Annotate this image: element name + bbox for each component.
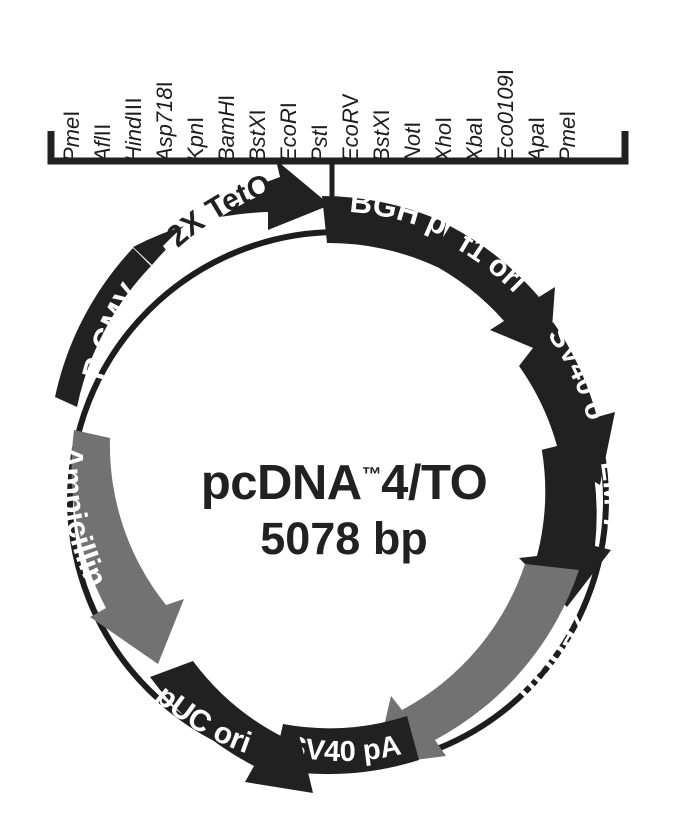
feature-sv40-pa[interactable]: SV40 pA bbox=[273, 716, 419, 775]
feature-bgh-pa[interactable]: BGH pA bbox=[0, 0, 453, 267]
feature-label-tet-operator-subscript: 2 bbox=[289, 178, 301, 203]
feature-tet-operator[interactable]: 2X TetO 2 bbox=[133, 160, 330, 265]
feature-sv40-ori[interactable]: SV40 ori bbox=[0, 0, 615, 485]
feature-f1-ori[interactable]: f1 ori bbox=[428, 226, 555, 355]
feature-label-em7: EM-7 bbox=[594, 459, 630, 533]
feature-ampicillin[interactable]: Ampicillin bbox=[54, 430, 184, 664]
svg-text:EM-7: EM-7 bbox=[594, 459, 630, 533]
